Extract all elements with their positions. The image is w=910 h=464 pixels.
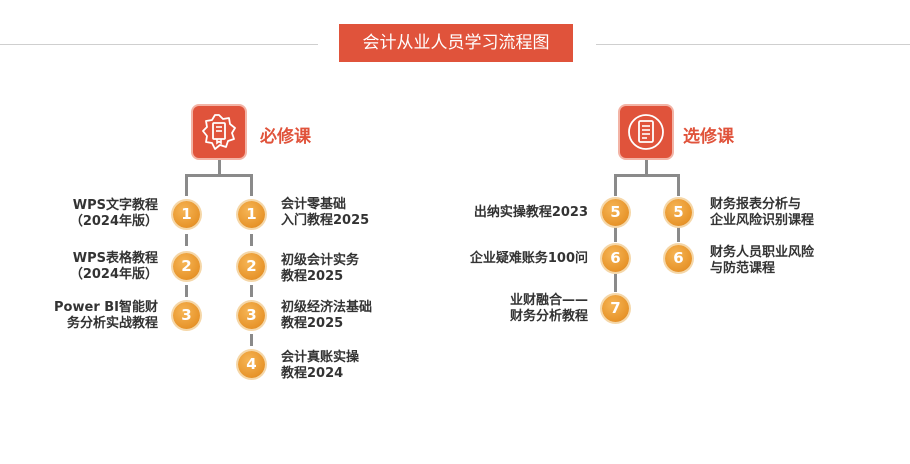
elective-right-link-1 — [677, 227, 680, 242]
required-left-drop — [185, 174, 188, 196]
title-rule-right — [596, 44, 910, 45]
course-item: 财务人员职业风险 与防范课程 — [710, 245, 815, 276]
elective-left-drop — [614, 174, 617, 196]
page-title: 会计从业人员学习流程图 — [339, 24, 573, 62]
course-item: Power BI智能财 务分析实战教程 — [54, 300, 158, 331]
title-rule-left — [0, 44, 318, 45]
document-icon — [628, 114, 664, 150]
elective-tree-bar — [614, 174, 680, 177]
elective-left-link-2 — [614, 274, 617, 292]
elective-right-drop — [677, 174, 680, 196]
course-item: 会计真账实操 教程2024 — [281, 350, 360, 381]
step-badge: 1 — [238, 201, 265, 228]
step-badge: 3 — [173, 302, 200, 329]
step-badge: 3 — [238, 302, 265, 329]
course-item: WPS文字教程 （2024年版） — [69, 198, 158, 229]
certificate-icon — [202, 114, 236, 150]
course-item: 初级经济法基础 教程2025 — [281, 300, 373, 331]
required-left-link-2 — [185, 285, 188, 297]
course-item: 出纳实操教程2023 — [473, 205, 588, 220]
course-item: 财务报表分析与 企业风险识别课程 — [710, 197, 815, 228]
course-item: 业财融合—— 财务分析教程 — [509, 293, 588, 324]
required-category-icon — [193, 106, 245, 158]
course-item: WPS表格教程 （2024年版） — [69, 251, 158, 282]
course-item: 初级会计实务 教程2025 — [281, 253, 360, 284]
required-right-drop — [250, 174, 253, 196]
step-badge: 6 — [665, 245, 692, 272]
elective-category-icon — [620, 106, 672, 158]
required-right-link-1 — [250, 234, 253, 246]
step-badge: 2 — [238, 253, 265, 280]
required-category-label: 必修课 — [260, 127, 311, 147]
step-badge: 1 — [173, 201, 200, 228]
required-tree-stem — [218, 160, 221, 174]
step-badge: 6 — [602, 245, 629, 272]
elective-category-label: 选修课 — [683, 127, 734, 147]
step-badge: 7 — [602, 295, 629, 322]
required-right-link-3 — [250, 334, 253, 346]
required-tree-bar — [185, 174, 253, 177]
step-badge: 2 — [173, 253, 200, 280]
step-badge: 4 — [238, 351, 265, 378]
course-item: 企业疑难账务100问 — [469, 251, 588, 266]
step-badge: 5 — [665, 199, 692, 226]
course-item: 会计零基础 入门教程2025 — [281, 197, 370, 228]
required-right-link-2 — [250, 285, 253, 297]
elective-left-link-1 — [614, 227, 617, 242]
elective-tree-stem — [645, 160, 648, 174]
required-left-link-1 — [185, 234, 188, 246]
step-badge: 5 — [602, 199, 629, 226]
